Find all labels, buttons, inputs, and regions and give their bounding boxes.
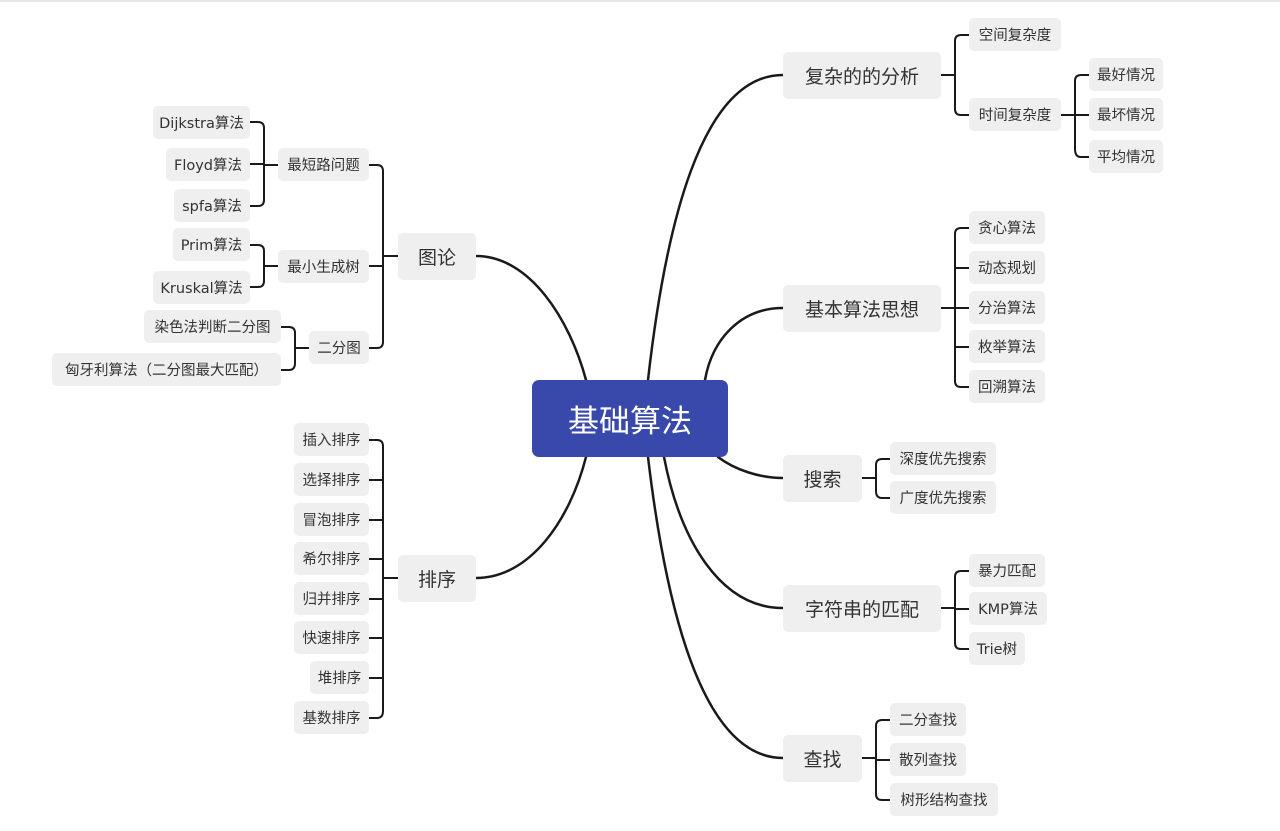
edge-root-lookup [646, 455, 785, 760]
node-brute-force[interactable]: 暴力匹配 [969, 554, 1045, 587]
node-kruskal[interactable]: Kruskal算法 [153, 271, 250, 304]
edge-root-sorting [474, 455, 588, 580]
node-sorting[interactable]: 排序 [398, 555, 476, 602]
node-kmp[interactable]: KMP算法 [969, 592, 1047, 625]
node-shell-sort[interactable]: 希尔排序 [294, 542, 369, 575]
node-worst-case[interactable]: 最坏情况 [1089, 98, 1163, 131]
node-average-case[interactable]: 平均情况 [1089, 140, 1163, 173]
edge-root-search [716, 455, 785, 480]
node-complexity[interactable]: 复杂的的分析 [783, 52, 941, 99]
node-dfs[interactable]: 深度优先搜索 [890, 442, 996, 475]
edge-root-graph [474, 254, 588, 382]
node-dijkstra[interactable]: Dijkstra算法 [153, 106, 250, 139]
node-quick-sort[interactable]: 快速排序 [294, 621, 369, 654]
edge-root-complexity [646, 73, 785, 382]
node-graph[interactable]: 图论 [398, 233, 476, 280]
node-space-complexity[interactable]: 空间复杂度 [969, 18, 1061, 51]
node-bipartite[interactable]: 二分图 [309, 331, 369, 364]
node-divide-conquer[interactable]: 分治算法 [969, 291, 1045, 324]
node-bfs[interactable]: 广度优先搜索 [890, 481, 996, 514]
top-border [0, 0, 1280, 2]
edge-root-ideas [703, 306, 785, 382]
node-binary-search[interactable]: 二分查找 [890, 703, 966, 736]
node-time-complexity[interactable]: 时间复杂度 [969, 98, 1061, 131]
node-heap-sort[interactable]: 堆排序 [310, 661, 369, 694]
node-lookup[interactable]: 查找 [783, 735, 862, 782]
node-hash-search[interactable]: 散列查找 [890, 743, 966, 776]
node-backtracking[interactable]: 回溯算法 [969, 370, 1045, 403]
node-enumeration[interactable]: 枚举算法 [969, 330, 1045, 363]
node-dynamic-programming[interactable]: 动态规划 [969, 251, 1045, 284]
node-radix-sort[interactable]: 基数排序 [294, 701, 369, 734]
node-greedy[interactable]: 贪心算法 [969, 211, 1045, 244]
node-bubble-sort[interactable]: 冒泡排序 [294, 503, 369, 536]
node-insertion-sort[interactable]: 插入排序 [294, 423, 369, 456]
node-prim[interactable]: Prim算法 [173, 228, 250, 261]
node-hungarian[interactable]: 匈牙利算法（二分图最大匹配） [52, 353, 281, 386]
root-node[interactable]: 基础算法 [532, 380, 728, 457]
node-floyd[interactable]: Floyd算法 [166, 148, 250, 181]
node-trie[interactable]: Trie树 [969, 632, 1025, 665]
node-ideas[interactable]: 基本算法思想 [783, 285, 941, 332]
node-best-case[interactable]: 最好情况 [1089, 58, 1163, 91]
node-spfa[interactable]: spfa算法 [174, 189, 250, 222]
node-tree-search[interactable]: 树形结构查找 [890, 783, 998, 816]
node-search[interactable]: 搜索 [783, 455, 862, 502]
node-shortest-path[interactable]: 最短路问题 [278, 148, 369, 181]
edge-root-string [662, 455, 785, 610]
node-coloring[interactable]: 染色法判断二分图 [144, 310, 281, 343]
node-mst[interactable]: 最小生成树 [278, 250, 369, 283]
node-merge-sort[interactable]: 归并排序 [294, 582, 369, 615]
node-string-match[interactable]: 字符串的匹配 [783, 585, 941, 632]
node-selection-sort[interactable]: 选择排序 [294, 463, 369, 496]
